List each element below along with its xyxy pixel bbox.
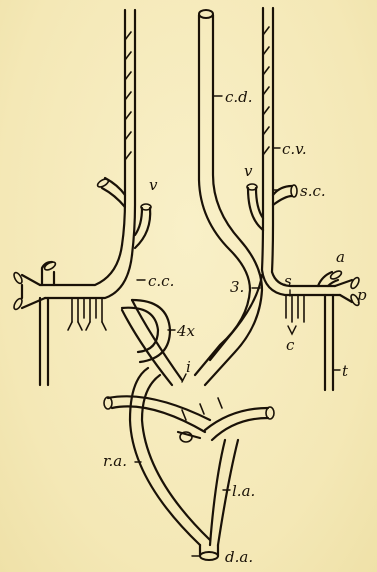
label-a: a <box>336 248 345 266</box>
label-4x: 4x <box>176 322 196 340</box>
label-t: t <box>342 362 349 380</box>
label-p: p <box>357 286 367 304</box>
left-lower-trunk <box>122 300 182 385</box>
left-subclavian-complex <box>12 245 132 385</box>
right-jugular-vessel <box>262 8 273 272</box>
lower-arches <box>104 368 274 560</box>
label-sc: s.c. <box>300 182 326 200</box>
label-v-left: v <box>149 176 158 194</box>
left-jugular-vessel <box>122 10 135 255</box>
label-c: c <box>286 336 295 354</box>
label-cd: c.d. <box>225 88 253 106</box>
label-da: d.a. <box>225 548 253 566</box>
left-upper-branch <box>96 177 125 207</box>
right-v-vessel <box>247 184 263 230</box>
sc-vessel <box>273 185 297 205</box>
label-i: i <box>186 358 191 376</box>
label-cv: c.v. <box>282 140 307 158</box>
label-s: s <box>284 272 292 290</box>
label-3: 3. <box>230 278 244 296</box>
label-v-right: v <box>244 162 253 180</box>
label-la: l.a. <box>232 482 255 500</box>
label-cc: c.c. <box>148 272 174 290</box>
left-v-vessel <box>135 204 151 248</box>
label-ra: r.a. <box>103 452 127 470</box>
central-dorsal-vessel <box>195 10 262 385</box>
